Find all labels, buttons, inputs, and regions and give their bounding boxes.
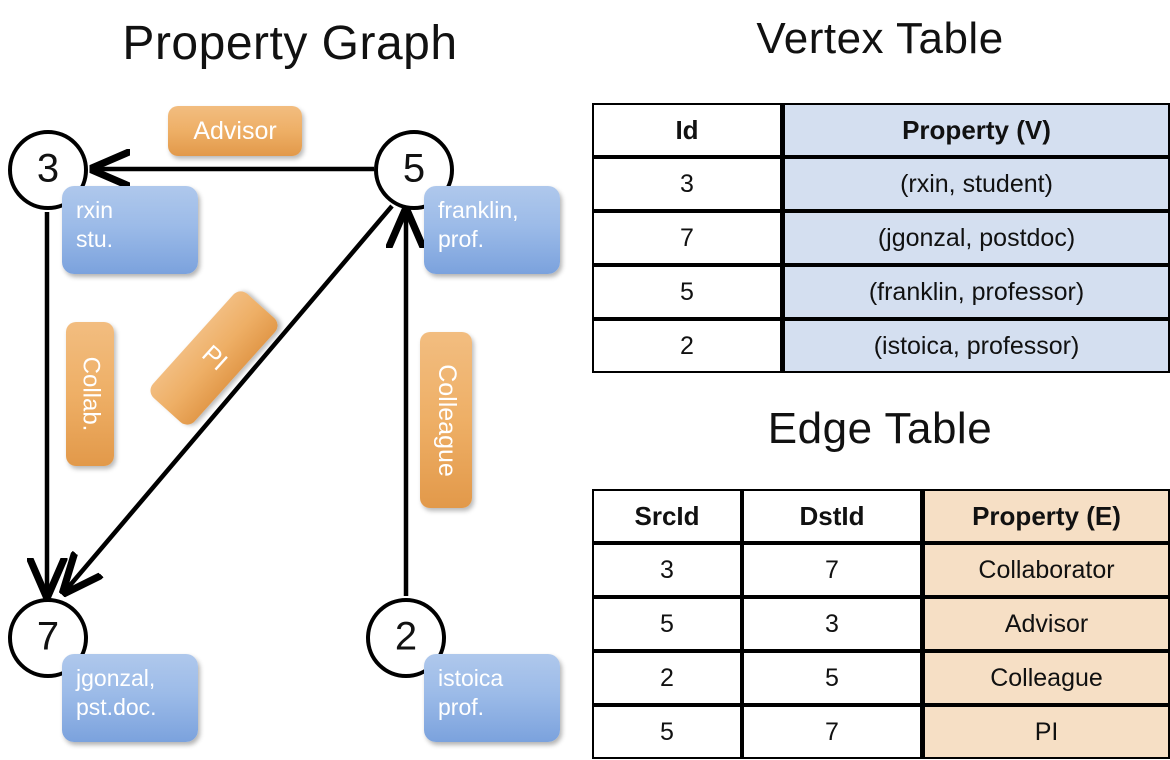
table-row: 2 5 Colleague — [592, 651, 1170, 705]
node-property-7-line2: pst.doc. — [76, 694, 157, 721]
graph-edge-arrows — [0, 0, 580, 760]
node-property-5-line1: franklin, — [438, 197, 519, 223]
edge-label-colleague: Colleague — [420, 332, 472, 508]
edge-label-advisor-text: Advisor — [193, 116, 277, 145]
vertex-row-1-id: 7 — [592, 211, 782, 265]
edge-row-3-src: 5 — [592, 705, 742, 759]
table-row: 5 3 Advisor — [592, 597, 1170, 651]
graph-title: Property Graph — [122, 17, 458, 70]
edge-table-header-srcid: SrcId — [592, 489, 742, 543]
edge-arrow-pi — [66, 204, 394, 590]
graph-node-3-label: 3 — [36, 146, 60, 191]
node-property-7: jgonzal, pst.doc. — [62, 654, 198, 742]
node-property-2-line1: istoica — [438, 665, 504, 691]
node-property-3-line1: rxin — [76, 197, 114, 223]
graph-node-7-label: 7 — [36, 614, 60, 659]
edge-row-1-property: Advisor — [922, 597, 1170, 651]
edge-row-1-dst: 3 — [742, 597, 922, 651]
edge-label-pi-text: PI — [196, 339, 233, 376]
table-row: 3 7 Collaborator — [592, 543, 1170, 597]
node-property-2-line2: prof. — [438, 694, 485, 721]
node-property-5-line2: prof. — [438, 226, 485, 253]
vertex-row-1-property: (jgonzal, postdoc) — [782, 211, 1170, 265]
edge-row-1-src: 5 — [592, 597, 742, 651]
table-row: 5 (franklin, professor) — [592, 265, 1170, 319]
vertex-table-header-row: Id Property (V) — [592, 103, 1170, 157]
edge-label-advisor: Advisor — [168, 106, 302, 156]
edge-table: SrcId DstId Property (E) 3 7 Collaborato… — [592, 489, 1170, 759]
vertex-row-0-id: 3 — [592, 157, 782, 211]
graph-node-2-label: 2 — [394, 614, 418, 659]
node-property-2: istoica prof. — [424, 654, 560, 742]
edge-label-colleague-text: Colleague — [432, 363, 461, 477]
vertex-table-title: Vertex Table — [756, 14, 1004, 63]
table-row: 3 (rxin, student) — [592, 157, 1170, 211]
vertex-row-0-property: (rxin, student) — [782, 157, 1170, 211]
edge-row-2-property: Colleague — [922, 651, 1170, 705]
graph-node-5: 5 — [374, 130, 454, 210]
edge-row-2-src: 2 — [592, 651, 742, 705]
property-graph-panel: Property Graph Advisor Collab. PI Collea… — [0, 0, 580, 760]
vertex-table-header-property: Property (V) — [782, 103, 1170, 157]
graph-node-5-label: 5 — [402, 146, 426, 191]
graph-node-2: 2 — [366, 598, 446, 678]
node-property-7-line1: jgonzal, — [76, 665, 156, 691]
vertex-row-3-id: 2 — [592, 319, 782, 373]
edge-row-0-dst: 7 — [742, 543, 922, 597]
edge-row-3-dst: 7 — [742, 705, 922, 759]
vertex-row-3-property: (istoica, professor) — [782, 319, 1170, 373]
edge-row-3-property: PI — [922, 705, 1170, 759]
vertex-row-2-property: (franklin, professor) — [782, 265, 1170, 319]
vertex-table-header-id: Id — [592, 103, 782, 157]
table-row: 5 7 PI — [592, 705, 1170, 759]
table-row: 7 (jgonzal, postdoc) — [592, 211, 1170, 265]
vertex-table: Id Property (V) 3 (rxin, student) 7 (jgo… — [592, 103, 1170, 373]
edge-label-collab-text: Collab. — [77, 356, 104, 432]
edge-row-2-dst: 5 — [742, 651, 922, 705]
node-property-5: franklin, prof. — [424, 186, 560, 274]
table-row: 2 (istoica, professor) — [592, 319, 1170, 373]
edge-table-header-row: SrcId DstId Property (E) — [592, 489, 1170, 543]
edge-label-collab: Collab. — [66, 322, 114, 466]
edge-row-0-property: Collaborator — [922, 543, 1170, 597]
node-property-3-line2: stu. — [76, 226, 114, 253]
node-property-3: rxin stu. — [62, 186, 198, 274]
edge-row-0-src: 3 — [592, 543, 742, 597]
edge-table-header-dstid: DstId — [742, 489, 922, 543]
edge-table-header-property: Property (E) — [922, 489, 1170, 543]
edge-table-title: Edge Table — [767, 404, 993, 453]
vertex-row-2-id: 5 — [592, 265, 782, 319]
